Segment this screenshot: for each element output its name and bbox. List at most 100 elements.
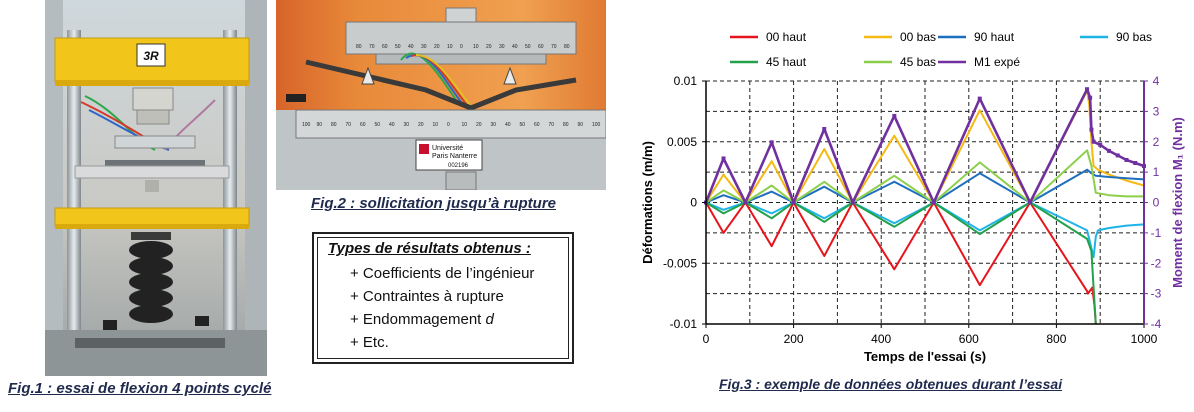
chart-grid	[706, 80, 1144, 324]
x-tick-label: 600	[959, 332, 979, 346]
ruler-top-label: 80	[356, 44, 362, 50]
ruler-bottom-label: 40	[505, 122, 511, 128]
y2-tick-label: -2	[1151, 256, 1162, 270]
fig3-caption: Fig.3 : exemple de données obtenues dura…	[719, 376, 1063, 392]
ruler-bottom-label: 50	[520, 122, 526, 128]
ruler-top-label: 40	[408, 44, 414, 50]
chart-series	[704, 87, 1146, 325]
y-tick-label: 0	[690, 196, 697, 210]
ruler-bottom-label: 80	[331, 122, 337, 128]
y2-tick-label: -1	[1151, 226, 1162, 240]
x-tick-label: 400	[871, 332, 891, 346]
ruler-top-label: 0	[460, 44, 463, 50]
ruler-bottom-label: 60	[534, 122, 540, 128]
ruler-bottom-label: 40	[389, 122, 395, 128]
series-point	[769, 140, 774, 145]
x-tick-label: 800	[1046, 332, 1066, 346]
ruler-top-label: 60	[382, 44, 388, 50]
results-item-4: + Etc.	[350, 334, 389, 351]
y2-tick-label: 0	[1153, 196, 1160, 210]
series-point	[1028, 200, 1033, 205]
y2-tick-label: -4	[1151, 317, 1162, 331]
ruler-top-label: 10	[447, 44, 453, 50]
series-point	[822, 126, 827, 131]
ruler-top-label: 30	[499, 44, 505, 50]
x-tick-label: 1000	[1131, 332, 1158, 346]
y2-tick-label: 3	[1153, 104, 1160, 118]
fig2-caption: Fig.2 : sollicitation jusqu’à rupture	[311, 195, 557, 212]
ruler-bottom-label: 20	[418, 122, 424, 128]
results-item-1: + Coefficients de l’ingénieur	[350, 265, 535, 282]
legend-label: 45 bas	[900, 55, 936, 69]
sticker-line3: 002196	[448, 163, 469, 169]
y2-tick-label: 2	[1153, 135, 1160, 149]
ruler-bottom-label: 20	[476, 122, 482, 128]
series-line-45-haut	[705, 201, 1097, 325]
ruler-top-label: 60	[538, 44, 544, 50]
ruler-top-label: 30	[421, 44, 427, 50]
ruler-bottom-label: 30	[404, 122, 410, 128]
results-item-3-label: + Endommagement	[350, 311, 486, 328]
ruler-top-label: 70	[369, 44, 375, 50]
series-point	[743, 200, 748, 205]
brand-logo-text: 3R	[143, 49, 159, 63]
series-point	[1098, 142, 1103, 147]
ruler-bottom-label: 70	[549, 122, 555, 128]
y2-tick-label: 1	[1153, 165, 1160, 179]
series-point	[721, 156, 726, 161]
y-tick-label: -0.005	[663, 256, 697, 270]
series-point	[791, 200, 796, 205]
series-point	[931, 200, 936, 205]
series-point	[1089, 127, 1094, 132]
ruler-top-label: 80	[564, 44, 570, 50]
ruler-top-label: 70	[551, 44, 557, 50]
series-point	[1091, 139, 1096, 144]
results-item-3: + Endommagement d	[350, 311, 494, 328]
series-point	[892, 113, 897, 118]
legend-label: M1 expé	[974, 55, 1020, 69]
series-point	[1106, 148, 1111, 153]
series-line-00-haut	[705, 201, 1097, 325]
legend-label: 00 bas	[900, 30, 936, 44]
legend-label: 45 haut	[766, 55, 807, 69]
ruler-bottom-label: 100	[302, 122, 311, 128]
ruler-bottom-label: 50	[375, 122, 381, 128]
results-box: Types de résultats obtenus : + Coefficie…	[312, 232, 574, 364]
series-point	[1115, 153, 1120, 158]
ruler-bottom-label: 30	[491, 122, 497, 128]
series-line-00-bas	[705, 89, 1145, 204]
results-item-2: + Contraintes à rupture	[350, 288, 504, 305]
ruler-bottom-label: 10	[433, 122, 439, 128]
fig1-photo: 3R	[45, 0, 267, 376]
ruler-bottom-label: 60	[360, 122, 366, 128]
series-point	[1085, 87, 1090, 92]
ruler-bottom-label: 90	[317, 122, 323, 128]
ruler-top-label: 50	[395, 44, 401, 50]
ruler-bottom-label: 80	[563, 122, 569, 128]
ruler-top-label: 20	[486, 44, 492, 50]
y2-axis-label: Moment de flexion M₁ (N.m)	[1170, 117, 1185, 288]
ruler-top-label: 10	[473, 44, 479, 50]
y-tick-label: 0.01	[674, 74, 698, 88]
sticker-line1: Université	[432, 145, 463, 152]
ruler-top-label: 40	[512, 44, 518, 50]
ruler-bottom-label: 70	[346, 122, 352, 128]
ruler-bottom-label: 90	[578, 122, 584, 128]
ruler-bottom-label: 100	[592, 122, 601, 128]
legend-label: 00 haut	[766, 30, 807, 44]
series-line-90-bas	[705, 201, 1145, 259]
y-tick-label: 0.005	[667, 135, 697, 149]
series-point	[1088, 95, 1093, 100]
y-tick-label: -0.01	[670, 317, 698, 331]
x-tick-label: 0	[703, 332, 710, 346]
x-axis-label: Temps de l'essai (s)	[864, 349, 986, 364]
tensile-machine-illustration: 3R	[45, 0, 267, 376]
ruler-top-label: 20	[434, 44, 440, 50]
ruler-top-label: 50	[525, 44, 531, 50]
ruler-bottom-label: 10	[462, 122, 468, 128]
series-point	[850, 200, 855, 205]
